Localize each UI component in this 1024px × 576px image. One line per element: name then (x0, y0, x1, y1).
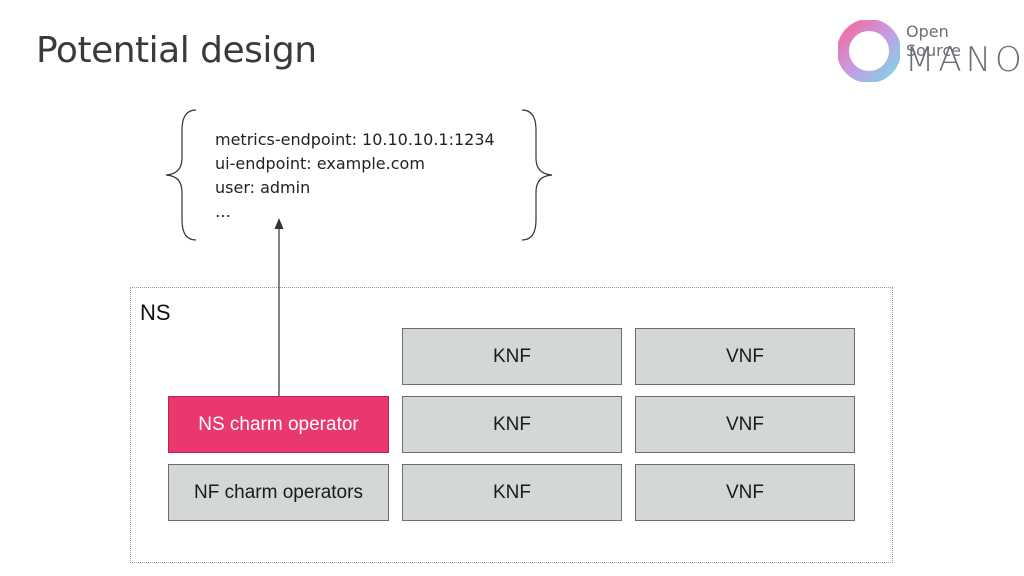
config-block: metrics-endpoint: 10.10.10.1:1234 ui-end… (215, 128, 495, 224)
config-line-metrics-endpoint: metrics-endpoint: 10.10.10.1:1234 (215, 130, 495, 149)
nf-charm-operators-box: NF charm operators (168, 464, 389, 521)
osm-logo: Open Source MANO (838, 18, 1022, 84)
vnf-box-3: VNF (635, 464, 855, 521)
left-brace (165, 109, 197, 241)
vnf-box-1: VNF (635, 328, 855, 385)
osm-logo-icon (838, 20, 900, 82)
knf-box-3: KNF (402, 464, 622, 521)
logo-text-mano: MANO (905, 40, 1024, 80)
slide-title: Potential design (36, 30, 317, 71)
ns-charm-operator-box: NS charm operator (168, 396, 389, 453)
knf-box-1: KNF (402, 328, 622, 385)
config-line-ellipsis: … (215, 202, 231, 221)
right-brace (521, 109, 553, 241)
config-line-ui-endpoint: ui-endpoint: example.com (215, 154, 425, 173)
config-line-user: user: admin (215, 178, 311, 197)
logo-text-open-source: Open Source (906, 22, 961, 60)
knf-box-2: KNF (402, 396, 622, 453)
ns-container (130, 287, 893, 563)
ns-label: NS (140, 300, 171, 325)
vnf-box-2: VNF (635, 396, 855, 453)
